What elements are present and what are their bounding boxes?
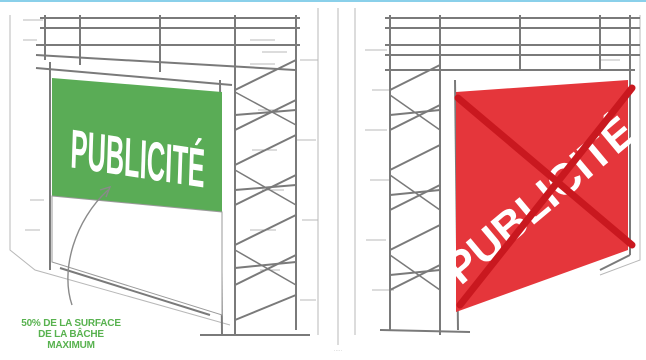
caption-surface-limit: 50% DE LA SURFACE DE LA BÂCHE MAXIMUM: [10, 318, 132, 351]
top-accent-line: [0, 0, 646, 2]
caption-line-2: DE LA BÂCHE: [10, 329, 132, 340]
left-banner-white-area: [52, 196, 222, 315]
illustration-credit-mark: ·····: [334, 348, 343, 354]
caption-line-3: MAXIMUM: [10, 340, 132, 351]
right-banner: PUBLICITÉ: [435, 80, 645, 312]
left-banner: PUBLICITÉ: [52, 78, 222, 315]
caption-line-1: 50% DE LA SURFACE: [10, 318, 132, 329]
